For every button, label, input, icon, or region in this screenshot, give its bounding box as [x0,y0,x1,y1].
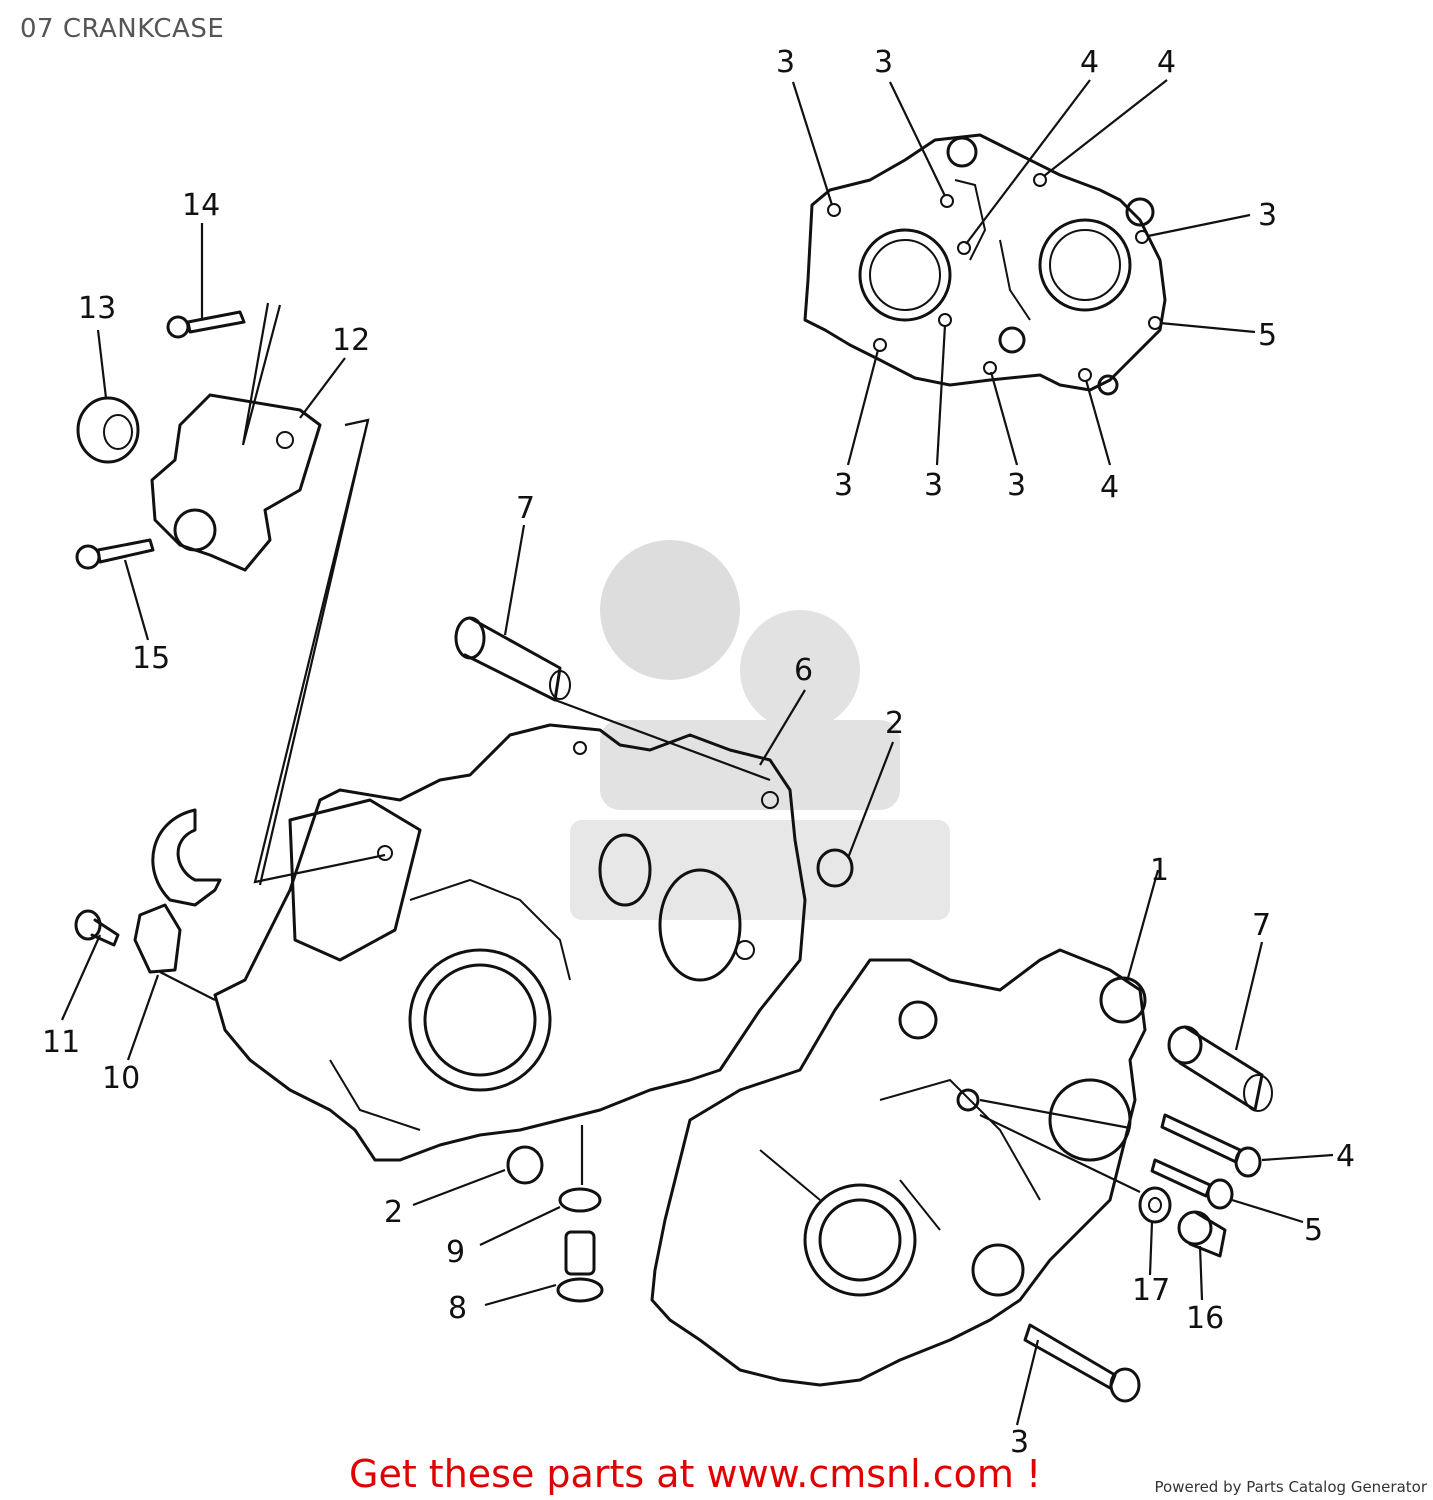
dowel-pin-lower [1167,1025,1273,1112]
callout-4-bottom: 4 [1100,470,1119,505]
callout-8: 8 [448,1291,467,1326]
cta-link[interactable]: Get these parts at www.cmsnl.com ! [349,1452,1042,1496]
drain-plug-8 [556,1230,604,1303]
crankcase-right-half [650,948,1147,1387]
bolt-3-bottom [1023,1323,1141,1403]
callout-3-lowest: 3 [1010,1425,1029,1460]
callout-7-lower: 7 [1252,908,1271,943]
callout-13: 13 [78,291,116,326]
callout-5-top: 5 [1258,318,1277,353]
callout-10: 10 [102,1061,140,1096]
callout-1: 1 [1150,853,1169,888]
bolt-5 [1150,1158,1234,1210]
callout-3-bottom-3: 3 [1007,468,1026,503]
bolt-4 [1160,1113,1262,1178]
callout-7-upper: 7 [516,491,535,526]
clip-plate-10 [133,808,222,974]
callout-16: 16 [1186,1301,1224,1336]
callout-9: 9 [446,1235,465,1270]
leader-lines [60,79,1334,1426]
crankcase-inner-view [803,133,1167,396]
callout-6: 6 [794,653,813,688]
washer-17 [1138,1186,1172,1224]
callout-5-right: 5 [1304,1213,1323,1248]
oil-pump-body [150,393,322,572]
callout-12: 12 [332,323,370,358]
dowel-pin-upper [454,616,571,702]
callout-3-right: 3 [1258,198,1277,233]
screw-15 [75,538,155,570]
screw-14 [166,310,246,339]
gasket-9 [558,1187,602,1213]
callout-14: 14 [182,188,220,223]
callout-labels: 3 3 4 4 3 5 3 3 3 4 14 13 12 15 7 6 2 1 … [42,45,1355,1460]
bolt-11 [74,909,120,947]
oil-seal [76,396,140,464]
callout-2-lower: 2 [384,1195,403,1230]
crankcase-left-half [213,723,807,1162]
callout-11: 11 [42,1025,80,1060]
callout-3-bottom-1: 3 [834,468,853,503]
callout-15: 15 [132,641,170,676]
powered-by-text: Powered by Parts Catalog Generator [1154,1478,1427,1496]
callout-17: 17 [1132,1273,1170,1308]
callout-3-top-2: 3 [874,45,893,80]
collar-2-upper [816,848,854,888]
callout-2-upper: 2 [885,706,904,741]
collar-2-lower [506,1145,544,1185]
flange-bolt-16 [1177,1210,1227,1258]
callout-4-right: 4 [1336,1139,1355,1174]
page-title: 07 CRANKCASE [20,14,225,44]
callout-4-top-2: 4 [1157,45,1176,80]
callout-3-bottom-2: 3 [924,468,943,503]
callout-4-top-1: 4 [1080,45,1099,80]
callout-3-top-1: 3 [776,45,795,80]
